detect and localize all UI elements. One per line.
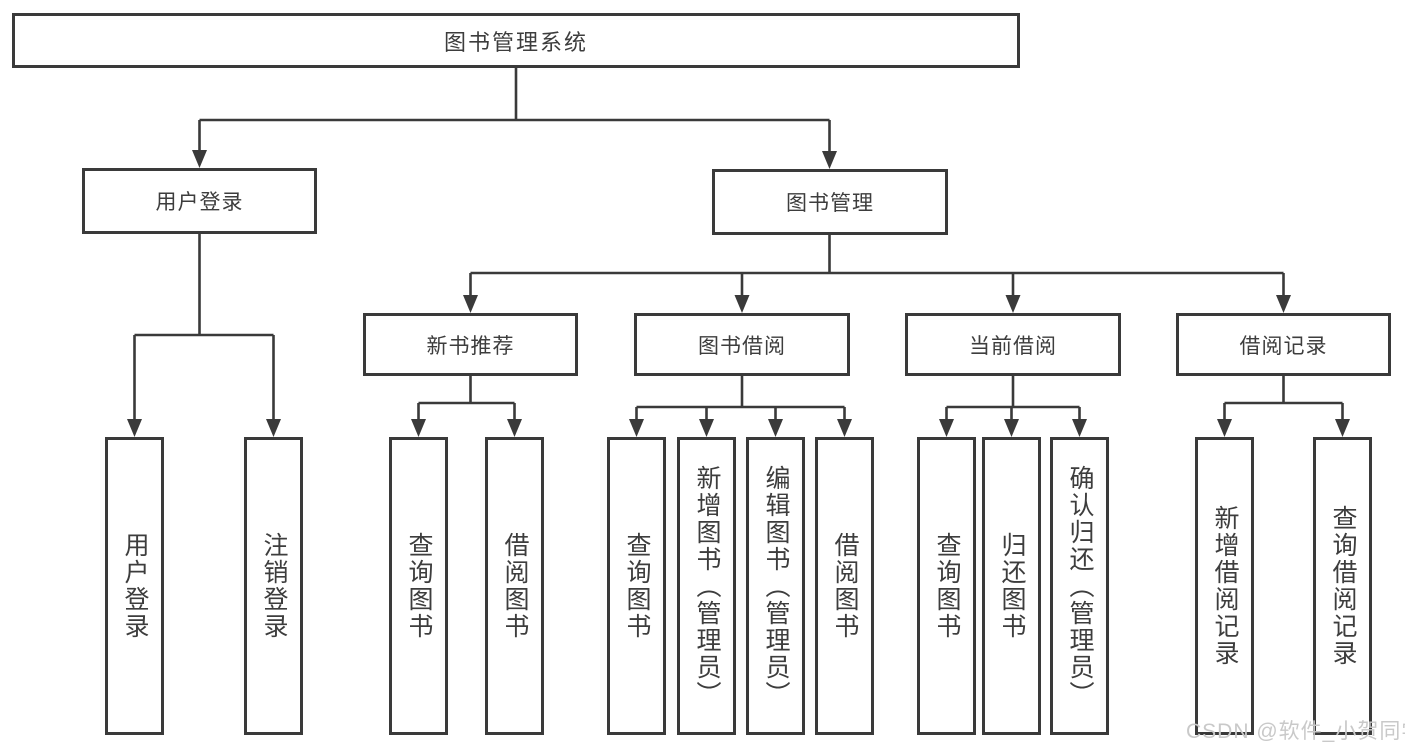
node-label: 借阅图书: [831, 532, 859, 640]
connector-user-login: [133, 234, 275, 420]
node-cb-confirm-return-admin: 确认归还（管理员）: [1050, 437, 1109, 735]
node-book-management: 图书管理: [712, 169, 948, 235]
node-label: 查询借阅记录: [1329, 505, 1357, 667]
arrowhead: [822, 151, 837, 169]
node-label: 借阅记录: [1239, 334, 1328, 358]
node-label: 归还图书: [998, 532, 1026, 640]
node-label: 用户登录: [155, 191, 244, 214]
node-bb-query-books: 查询图书: [607, 437, 666, 735]
node-label: 图书借阅: [698, 334, 786, 358]
node-label: 图书管理: [786, 192, 874, 215]
arrowhead: [507, 419, 522, 437]
node-new-book-recommendation: 新书推荐: [363, 313, 578, 376]
arrowhead: [463, 295, 478, 313]
node-label: 借阅图书: [501, 532, 529, 640]
node-br-add-borrow-record: 新增借阅记录: [1195, 437, 1254, 735]
arrowhead: [1005, 295, 1021, 313]
csdn-watermark: CSDN @软件_小贺同学: [1186, 720, 1405, 743]
arrowhead: [1276, 295, 1291, 313]
arrowhead: [127, 419, 142, 437]
arrowhead: [939, 419, 954, 437]
arrowhead: [266, 419, 281, 437]
connector-book-mgmt: [469, 235, 1285, 296]
node-label: 用户登录: [121, 532, 149, 640]
arrowhead: [411, 419, 426, 437]
node-bb-add-books-admin: 新增图书（管理员）: [677, 437, 736, 735]
node-label: 注销登录: [260, 532, 288, 640]
arrowhead: [629, 419, 644, 437]
node-label: 查询图书: [933, 532, 961, 640]
connector-current-borrowing: [945, 376, 1081, 420]
arrowhead: [1004, 419, 1019, 437]
arrowhead: [1335, 419, 1350, 437]
node-br-query-borrow-record: 查询借阅记录: [1313, 437, 1372, 735]
node-book-borrowing: 图书借阅: [634, 313, 850, 376]
node-label: 查询图书: [405, 532, 433, 640]
node-cb-query-books: 查询图书: [917, 437, 976, 735]
arrowhead: [192, 150, 207, 168]
node-label: 查询图书: [623, 532, 651, 640]
node-borrowing-records: 借阅记录: [1176, 313, 1391, 376]
node-label: 当前借阅: [969, 334, 1057, 358]
arrowhead: [837, 419, 852, 437]
node-bb-edit-books-admin: 编辑图书（管理员）: [746, 437, 805, 735]
node-bb-borrow-books: 借阅图书: [815, 437, 874, 735]
connector-book-borrowing: [635, 376, 846, 420]
node-user-login: 用户登录: [82, 168, 317, 234]
node-rec-borrow-books: 借阅图书: [485, 437, 544, 735]
connector-borrowing-records: [1223, 376, 1344, 420]
connector-root: [198, 68, 831, 152]
node-label: 编辑图书（管理员）: [762, 464, 790, 708]
arrowhead: [768, 419, 783, 437]
node-label: 新增图书（管理员）: [693, 464, 721, 708]
arrowhead: [699, 419, 714, 437]
node-library-management-system: 图书管理系统: [12, 13, 1020, 68]
connector-new-book-rec: [417, 376, 516, 420]
arrowhead: [1072, 419, 1087, 437]
node-label: 确认归还（管理员）: [1066, 464, 1094, 708]
arrowhead: [1217, 419, 1232, 437]
node-current-borrowing: 当前借阅: [905, 313, 1121, 376]
node-leaf-user-login: 用户登录: [105, 437, 164, 735]
node-rec-query-books: 查询图书: [389, 437, 448, 735]
arrowhead: [734, 295, 750, 313]
node-cb-return-books: 归还图书: [982, 437, 1041, 735]
node-leaf-logout: 注销登录: [244, 437, 303, 735]
node-label: 图书管理系统: [443, 29, 588, 55]
node-label: 新书推荐: [426, 334, 515, 358]
node-label: 新增借阅记录: [1211, 505, 1239, 667]
